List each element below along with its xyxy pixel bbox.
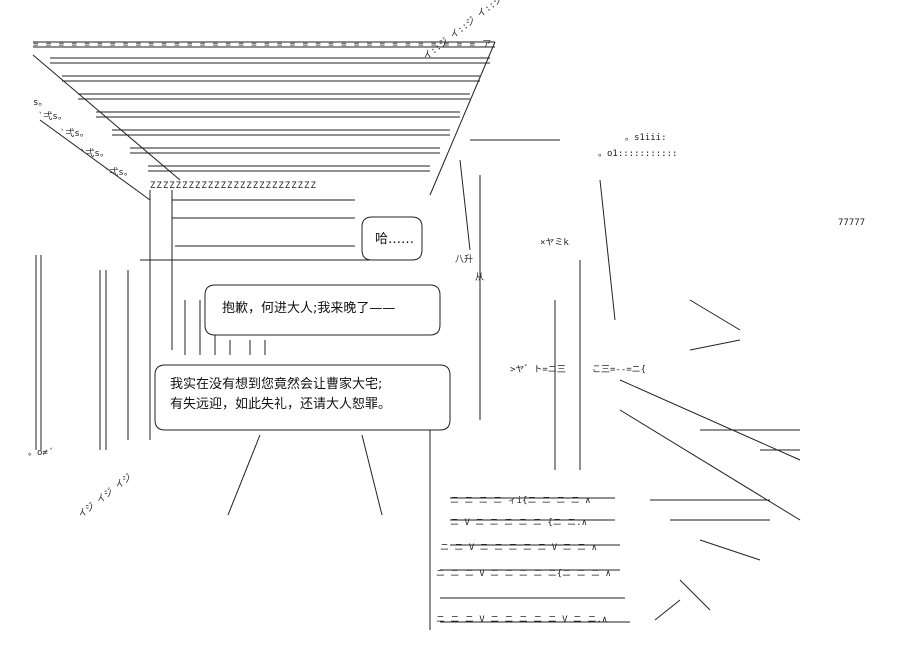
bottom-row-2: ニ ニ V ニ ニ ニ ニ ニ V ニ ニ ∧ [440, 543, 597, 553]
dialogue-line-2: 抱歉，何进大人;我来晚了—— [222, 301, 396, 316]
dialogue-line-1: 哈…… [375, 232, 415, 247]
jp-small-2: >ヤ゛ト=ニ三 [510, 365, 566, 375]
sfx-bottom-left: 。o≠´ [28, 448, 54, 458]
speech-bubbles [154, 216, 451, 431]
sfx-count: 77777 [838, 218, 866, 228]
bottom-row-0: ニ ニ ニ ニ ィi{ニ ニ ニ ニ ∧ [450, 496, 591, 506]
sfx-left-5: `弌s。 [104, 168, 133, 178]
dialogue-line-3: 我实在没有想到您竟然会让曹家大宅; [170, 377, 383, 392]
sfx-right-top: 。s1iii: [625, 133, 667, 143]
perspective-frame-lines [32, 41, 801, 630]
dialogue-line-4: 有失远迎，如此失礼，还请大人恕罪。 [170, 397, 392, 412]
jp-small-5: 从 [475, 273, 485, 283]
bottom-row-4: ニ ニ ニ V ニ ニ ニ ニ ニ V ニ ニ.∧ [436, 615, 608, 625]
bottom-row-3: ニ ニ ニ V ニ ニ ニ ニ ニ{ニ ニ ニ ∧ [436, 569, 611, 579]
bubble-2 [204, 284, 441, 336]
jp-small-1: ×ヤミk [540, 238, 569, 248]
sfx-right-2: 。o1::::::::::: [598, 149, 678, 159]
sfx-left-2: `弌s。 [38, 112, 67, 122]
sfx-left-3: `弌s。 [60, 129, 89, 139]
bottom-row-1: ニ V ニ ニ ニ ニ ニ {ニ ニ.∧ [450, 518, 588, 528]
jp-small-3: こ三=--=ニ{ [592, 365, 647, 375]
jp-small-4: 八升 [455, 255, 474, 265]
z-line: ZZZZZZZZZZZZZZZZZZZZZZZZZZ [150, 181, 317, 191]
sfx-left-4: `弌s。 [80, 149, 109, 159]
sfx-left-1: s。 [33, 98, 48, 108]
bubble-3 [154, 364, 451, 431]
bubble-1 [361, 216, 423, 261]
eq-row: = = = = = = = = = = = = = = = = = = = = … [33, 40, 493, 50]
